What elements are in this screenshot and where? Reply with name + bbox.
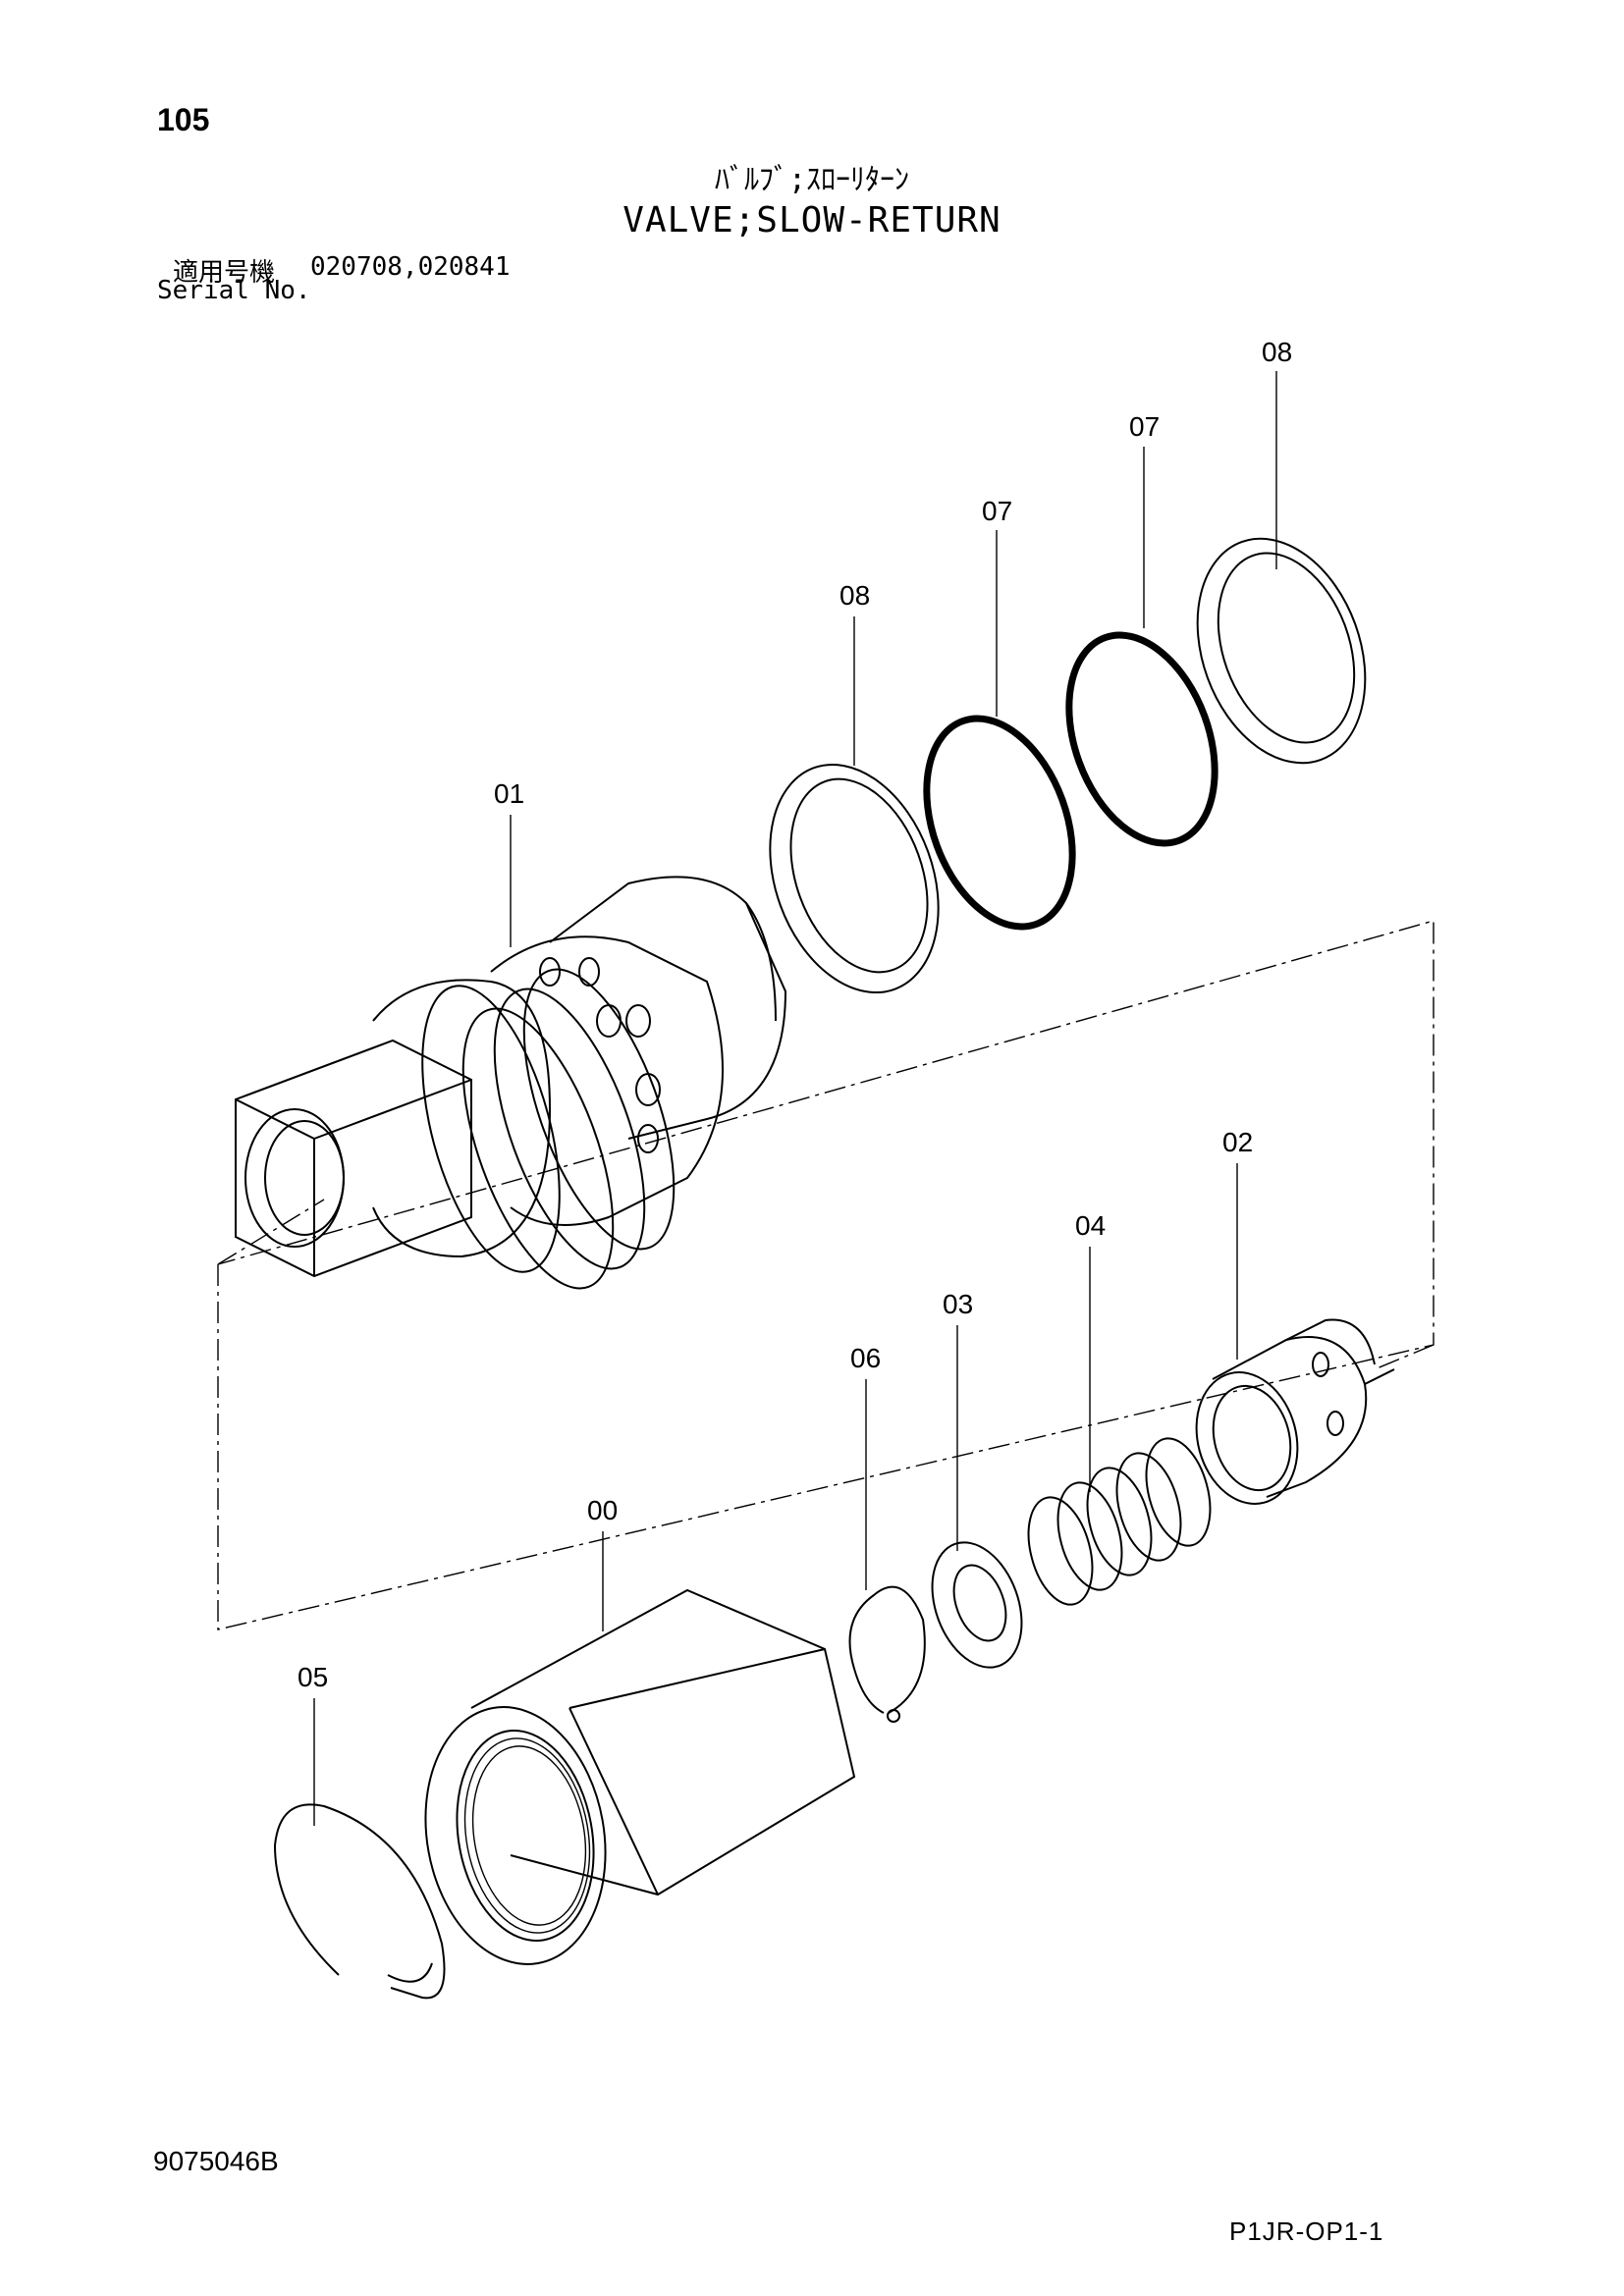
assembly-path-line [217,920,1435,1630]
part-02-poppet [1195,1318,1395,1505]
callout-06: 06 [850,1343,881,1373]
part-05-retaining-ring [273,1803,446,2000]
callout-01: 01 [494,778,524,809]
callout-07-left: 07 [982,496,1012,526]
part-03-washer [931,1541,1023,1669]
leader-lines [313,371,1277,1826]
callout-00: 00 [587,1495,618,1525]
assembly-path-line [217,1199,325,1265]
callout-02: 02 [1222,1127,1253,1157]
serial-label-english: Serial No. [157,276,311,305]
title-japanese: ﾊﾞﾙﾌﾞ;ｽﾛｰﾘﾀｰﾝ [714,163,910,197]
part-06-snap-ring [848,1585,926,1723]
assembly-path-line [1374,1344,1435,1370]
page-number: 105 [157,102,210,137]
part-01-valve-body [235,876,787,1290]
part-07-o-ring-right [1065,631,1218,847]
part-00-nut [424,1588,856,1965]
title-english: VALVE;SLOW-RETURN [623,200,1001,240]
callout-04: 04 [1075,1210,1106,1241]
callout-05: 05 [298,1662,328,1692]
callout-08-right: 08 [1262,337,1292,367]
part-07-o-ring-left [923,715,1076,931]
sheet-code: P1JR-OP1-1 [1229,2216,1384,2246]
callout-08-left: 08 [839,580,870,611]
document-code: 9075046B [153,2146,279,2176]
part-08-backup-ring-left [769,763,940,994]
callout-03: 03 [943,1289,973,1319]
serial-label-japanese: 適用号機 [173,257,276,287]
callout-07-right: 07 [1129,411,1160,442]
part-08-backup-ring-right [1196,537,1367,765]
serial-values: 020708,020841 [310,252,511,282]
part-04-spring [1027,1437,1212,1606]
